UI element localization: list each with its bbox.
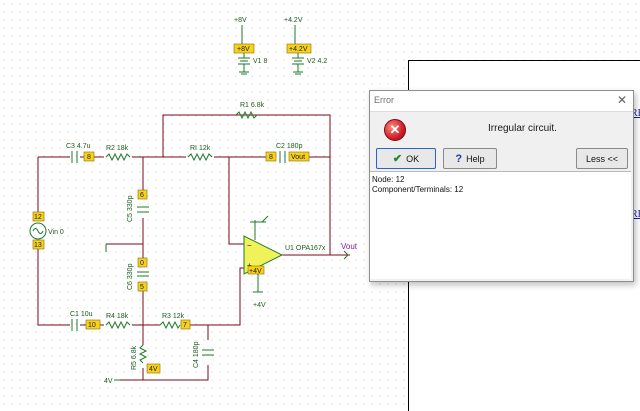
node-12	[32, 211, 45, 222]
source-v2[interactable]: +4.2V +4.2V V2 4.2	[284, 17, 327, 75]
resistor-r1[interactable]: R1 6.8k	[235, 102, 265, 120]
opamp-u1[interactable]: − + +4V U1 OPA167x +4V	[243, 215, 326, 309]
node-6	[137, 189, 148, 200]
source-label-v2: V2 4.2	[307, 58, 327, 65]
less-button[interactable]: Less <<	[576, 148, 628, 169]
source-vin[interactable]: Vin 0	[29, 222, 64, 240]
svg-text:13: 13	[34, 242, 42, 249]
capacitor-c6[interactable]: C6 330p	[127, 263, 149, 290]
capacitor-c2[interactable]: C2 180p	[276, 143, 303, 163]
help-button[interactable]: ? Help	[443, 148, 497, 169]
svg-text:Vin 0: Vin 0	[48, 229, 64, 236]
ok-label: OK	[406, 153, 420, 164]
svg-text:R2 18k: R2 18k	[106, 145, 129, 152]
rail-label-v2: +4.2V	[284, 17, 303, 24]
help-label: Help	[466, 153, 485, 164]
svg-text:8: 8	[269, 154, 273, 161]
detail-line-terminals: Component/Terminals: 12	[372, 185, 464, 194]
detail-line-node: Node: 12	[372, 175, 405, 184]
svg-text:R4 18k: R4 18k	[106, 313, 129, 320]
schematic-canvas[interactable]: +8V +8V V1 8 +4.2V +4.2V V2 4.2	[0, 0, 640, 400]
vout-terminal[interactable]: Vout	[341, 242, 358, 260]
capacitor-c4[interactable]: C4 180p	[193, 341, 214, 368]
svg-text:R3 12k: R3 12k	[162, 313, 185, 320]
rail-label-v1: +8V	[234, 17, 247, 24]
less-label: Less <<	[585, 153, 619, 164]
svg-text:C5 330p: C5 330p	[127, 195, 134, 222]
dialog-titlebar[interactable]: Error ✕	[370, 91, 633, 112]
resistor-r3[interactable]: R3 12k	[159, 313, 185, 330]
svg-text:C3 4.7u: C3 4.7u	[66, 143, 91, 150]
svg-text:−: −	[247, 241, 252, 250]
svg-text:+4.2V: +4.2V	[289, 46, 308, 53]
capacitor-c5[interactable]: C5 330p	[127, 195, 149, 222]
resistor-r2[interactable]: R2 18k	[105, 145, 131, 162]
svg-text:6: 6	[140, 192, 144, 199]
svg-text:12: 12	[34, 214, 42, 221]
node-0	[137, 257, 148, 268]
svg-text:4V: 4V	[149, 366, 158, 373]
source-v1[interactable]: +8V +8V V1 8	[233, 17, 268, 75]
dialog-detail-box[interactable]: Node: 12 Component/Terminals: 12	[370, 171, 631, 279]
help-icon: ?	[455, 152, 463, 165]
svg-text:+: +	[247, 261, 252, 270]
svg-text:Vout: Vout	[291, 154, 305, 161]
source-label-v1: V1 8	[253, 58, 268, 65]
resistor-ri[interactable]: RI 12k	[187, 145, 213, 162]
svg-text:+4V: +4V	[249, 268, 262, 275]
node-8b	[265, 151, 277, 162]
dialog-message: Irregular circuit.	[488, 123, 557, 134]
svg-text:R1 6.8k: R1 6.8k	[240, 102, 265, 109]
ok-button[interactable]: ✔ OK	[376, 148, 436, 169]
node-vout-tag	[288, 151, 310, 162]
node-4v	[146, 363, 161, 374]
svg-text:C2 180p: C2 180p	[276, 143, 303, 150]
close-icon[interactable]: ✕	[616, 93, 627, 107]
svg-text:C1 10u: C1 10u	[70, 311, 93, 318]
dialog-title: Error	[374, 95, 394, 105]
node-5	[137, 281, 148, 292]
sheet-link-2[interactable]: RE	[631, 209, 640, 220]
svg-text:7: 7	[183, 322, 187, 329]
svg-text:RI 12k: RI 12k	[190, 145, 211, 152]
svg-text:C6 330p: C6 330p	[127, 263, 134, 290]
opamp-supply-tag	[247, 265, 265, 275]
error-icon: ✕	[384, 119, 406, 141]
error-dialog[interactable]: Error ✕ ✕ Irregular circuit. ✔ OK ? Help…	[369, 90, 634, 282]
node-10	[85, 319, 101, 330]
node-13	[32, 239, 45, 250]
bottom-4v-label: 4V	[104, 378, 113, 385]
capacitor-c3[interactable]: C3 4.7u	[66, 143, 91, 163]
svg-text:5: 5	[140, 284, 144, 291]
tag-v2	[286, 43, 312, 54]
capacitor-c1[interactable]: C1 10u	[70, 311, 93, 331]
svg-text:8: 8	[87, 154, 91, 161]
sheet-link-1[interactable]: RE	[631, 108, 640, 119]
svg-text:U1 OPA167x: U1 OPA167x	[285, 245, 326, 252]
svg-text:R5 6.8k: R5 6.8k	[131, 345, 138, 370]
svg-text:+8V: +8V	[237, 46, 250, 53]
resistor-r5[interactable]: R5 6.8k	[131, 344, 148, 370]
svg-text:0: 0	[140, 260, 144, 267]
svg-text:10: 10	[88, 322, 96, 329]
node-7	[180, 319, 191, 330]
node-8a	[83, 151, 95, 162]
opamp-plus4-label: +4V	[253, 302, 266, 309]
svg-text:C4 180p: C4 180p	[193, 341, 200, 368]
check-icon: ✔	[392, 153, 403, 165]
svg-text:Vout: Vout	[341, 242, 358, 251]
resistor-r4[interactable]: R4 18k	[105, 313, 131, 330]
